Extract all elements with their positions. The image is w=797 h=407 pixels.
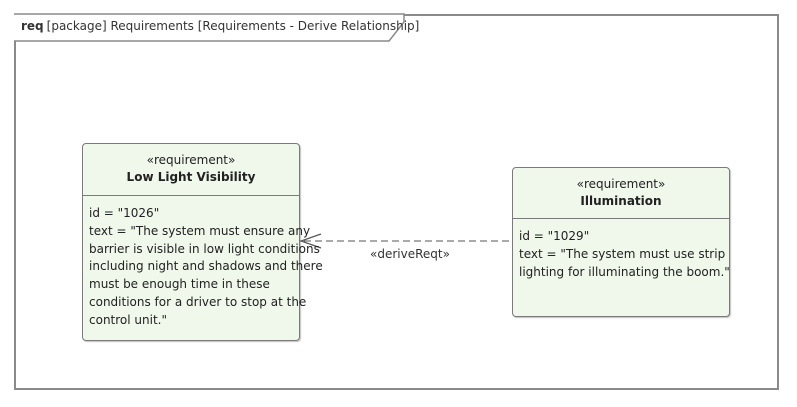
requirement-text-line: lighting for illuminating the boom." <box>519 264 730 279</box>
frame-label-text: [package] Requirements [Requirements - D… <box>46 19 420 33</box>
requirement-attributes: id = "1026" text = "The system must ensu… <box>83 196 323 330</box>
requirement-stereotype: «requirement» <box>146 153 236 167</box>
requirement-text-line: must be enough time in these <box>89 277 270 292</box>
requirement-low-light-visibility[interactable]: «requirement» Low Light Visibility id = … <box>82 143 323 341</box>
requirement-name: Illumination <box>580 194 662 208</box>
requirement-id: id = "1026" <box>89 206 160 220</box>
requirement-text-line: conditions for a driver to stop at the <box>89 294 307 309</box>
requirement-text-line: text = "The system must use strip <box>519 246 726 261</box>
requirement-name: Low Light Visibility <box>126 170 256 184</box>
requirement-id: id = "1029" <box>519 229 590 243</box>
frame-keyword: req <box>21 19 44 33</box>
derive-relationship-label: «deriveReqt» <box>370 247 450 261</box>
requirement-attributes: id = "1029" text = "The system must use … <box>513 219 730 281</box>
requirement-text-line: control unit." <box>89 312 167 327</box>
requirement-text-line: barrier is visible in low light conditio… <box>89 241 320 256</box>
requirement-header: «requirement» Low Light Visibility <box>83 144 299 196</box>
requirement-stereotype: «requirement» <box>576 177 666 191</box>
requirement-illumination[interactable]: «requirement» Illumination id = "1029" t… <box>512 167 730 317</box>
frame-name-tab <box>14 13 405 42</box>
requirement-text-line: text = "The system must ensure any <box>89 223 311 238</box>
requirement-header: «requirement» Illumination <box>513 168 729 219</box>
requirement-text-line: including night and shadows and there <box>89 259 323 274</box>
frame-title: req[package] Requirements [Requirements … <box>21 17 419 35</box>
